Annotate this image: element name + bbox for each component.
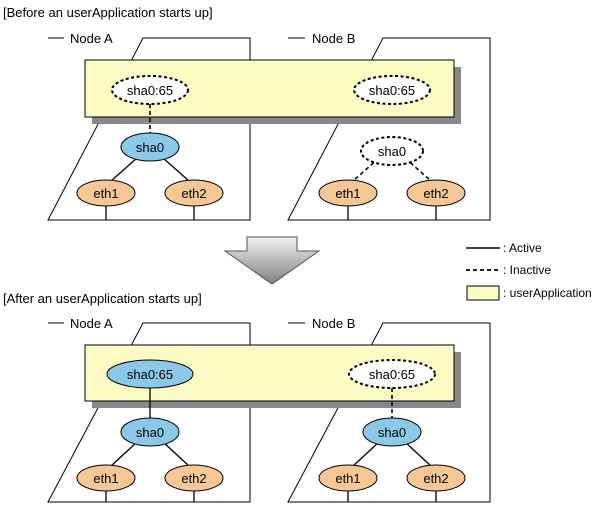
before-node-b-label: Node B xyxy=(312,31,355,46)
after-node-a-frame: Node A xyxy=(47,316,251,503)
legend-user-application-swatch xyxy=(466,285,500,301)
before-node-a-label: Node A xyxy=(70,31,113,46)
before-a-virtual-interface: sha0:65 xyxy=(111,75,189,105)
after-a-eth2: eth2 xyxy=(164,464,224,492)
after-a-virtual-interface: sha0:65 xyxy=(106,359,194,389)
before-node-a-frame: Node A xyxy=(47,31,251,221)
before-b-eth2: eth2 xyxy=(406,179,466,207)
before-b-bond-label: sha0 xyxy=(378,144,406,159)
before-a-bond: sha0 xyxy=(120,132,180,162)
legend-inactive-label: : Inactive xyxy=(503,263,551,277)
before-b-vif-label: sha0:65 xyxy=(369,83,415,98)
after-a-eth2-link xyxy=(162,441,190,467)
before-b-eth2-link xyxy=(404,157,432,182)
after-b-bond-label: sha0 xyxy=(378,425,406,440)
after-a-vif-label: sha0:65 xyxy=(127,367,173,382)
before-a-bond-label: sha0 xyxy=(136,140,164,155)
after-node-b-frame: Node B xyxy=(287,316,491,503)
after-section: [After an userApplication starts up] Nod… xyxy=(3,291,491,503)
before-b-eth1: eth1 xyxy=(318,179,378,207)
before-node-b-frame: Node B xyxy=(287,31,491,221)
after-b-vif-label: sha0:65 xyxy=(369,367,415,382)
after-b-eth2-label: eth2 xyxy=(423,471,448,486)
before-title: [Before an userApplication starts up] xyxy=(3,5,213,20)
after-a-eth2-label: eth2 xyxy=(181,471,206,486)
before-a-eth1: eth1 xyxy=(76,179,136,207)
after-b-virtual-interface: sha0:65 xyxy=(348,359,436,389)
transition-arrow xyxy=(223,236,321,285)
legend: : Active : Inactive : userApplication xyxy=(466,241,592,301)
before-b-bond: sha0 xyxy=(360,136,424,166)
after-a-bond-label: sha0 xyxy=(136,425,164,440)
legend-user-application-label: : userApplication xyxy=(503,286,592,300)
after-b-eth2-link xyxy=(404,441,432,467)
after-b-eth1-label: eth1 xyxy=(335,471,360,486)
after-a-bond: sha0 xyxy=(120,417,180,447)
before-a-vif-label: sha0:65 xyxy=(127,83,173,98)
before-section: [Before an userApplication starts up] No… xyxy=(3,5,491,221)
after-title: [After an userApplication starts up] xyxy=(3,291,202,306)
after-b-eth2: eth2 xyxy=(406,464,466,492)
before-a-eth2-label: eth2 xyxy=(181,186,206,201)
before-b-virtual-interface: sha0:65 xyxy=(353,75,431,105)
after-a-eth1-label: eth1 xyxy=(93,471,118,486)
after-b-eth1-link xyxy=(352,441,380,467)
before-a-eth1-label: eth1 xyxy=(93,186,118,201)
after-a-eth1: eth1 xyxy=(76,464,136,492)
before-a-eth2-link xyxy=(162,157,190,182)
before-b-eth1-link xyxy=(352,157,380,182)
after-a-eth1-link xyxy=(110,441,138,467)
after-node-a-label: Node A xyxy=(70,316,113,331)
legend-active-label: : Active xyxy=(503,241,542,255)
after-node-b-label: Node B xyxy=(312,316,355,331)
before-b-eth1-label: eth1 xyxy=(335,186,360,201)
after-b-eth1: eth1 xyxy=(318,464,378,492)
after-b-bond: sha0 xyxy=(362,417,422,447)
before-a-eth1-link xyxy=(110,157,138,182)
before-b-eth2-label: eth2 xyxy=(423,186,448,201)
before-a-eth2: eth2 xyxy=(164,179,224,207)
